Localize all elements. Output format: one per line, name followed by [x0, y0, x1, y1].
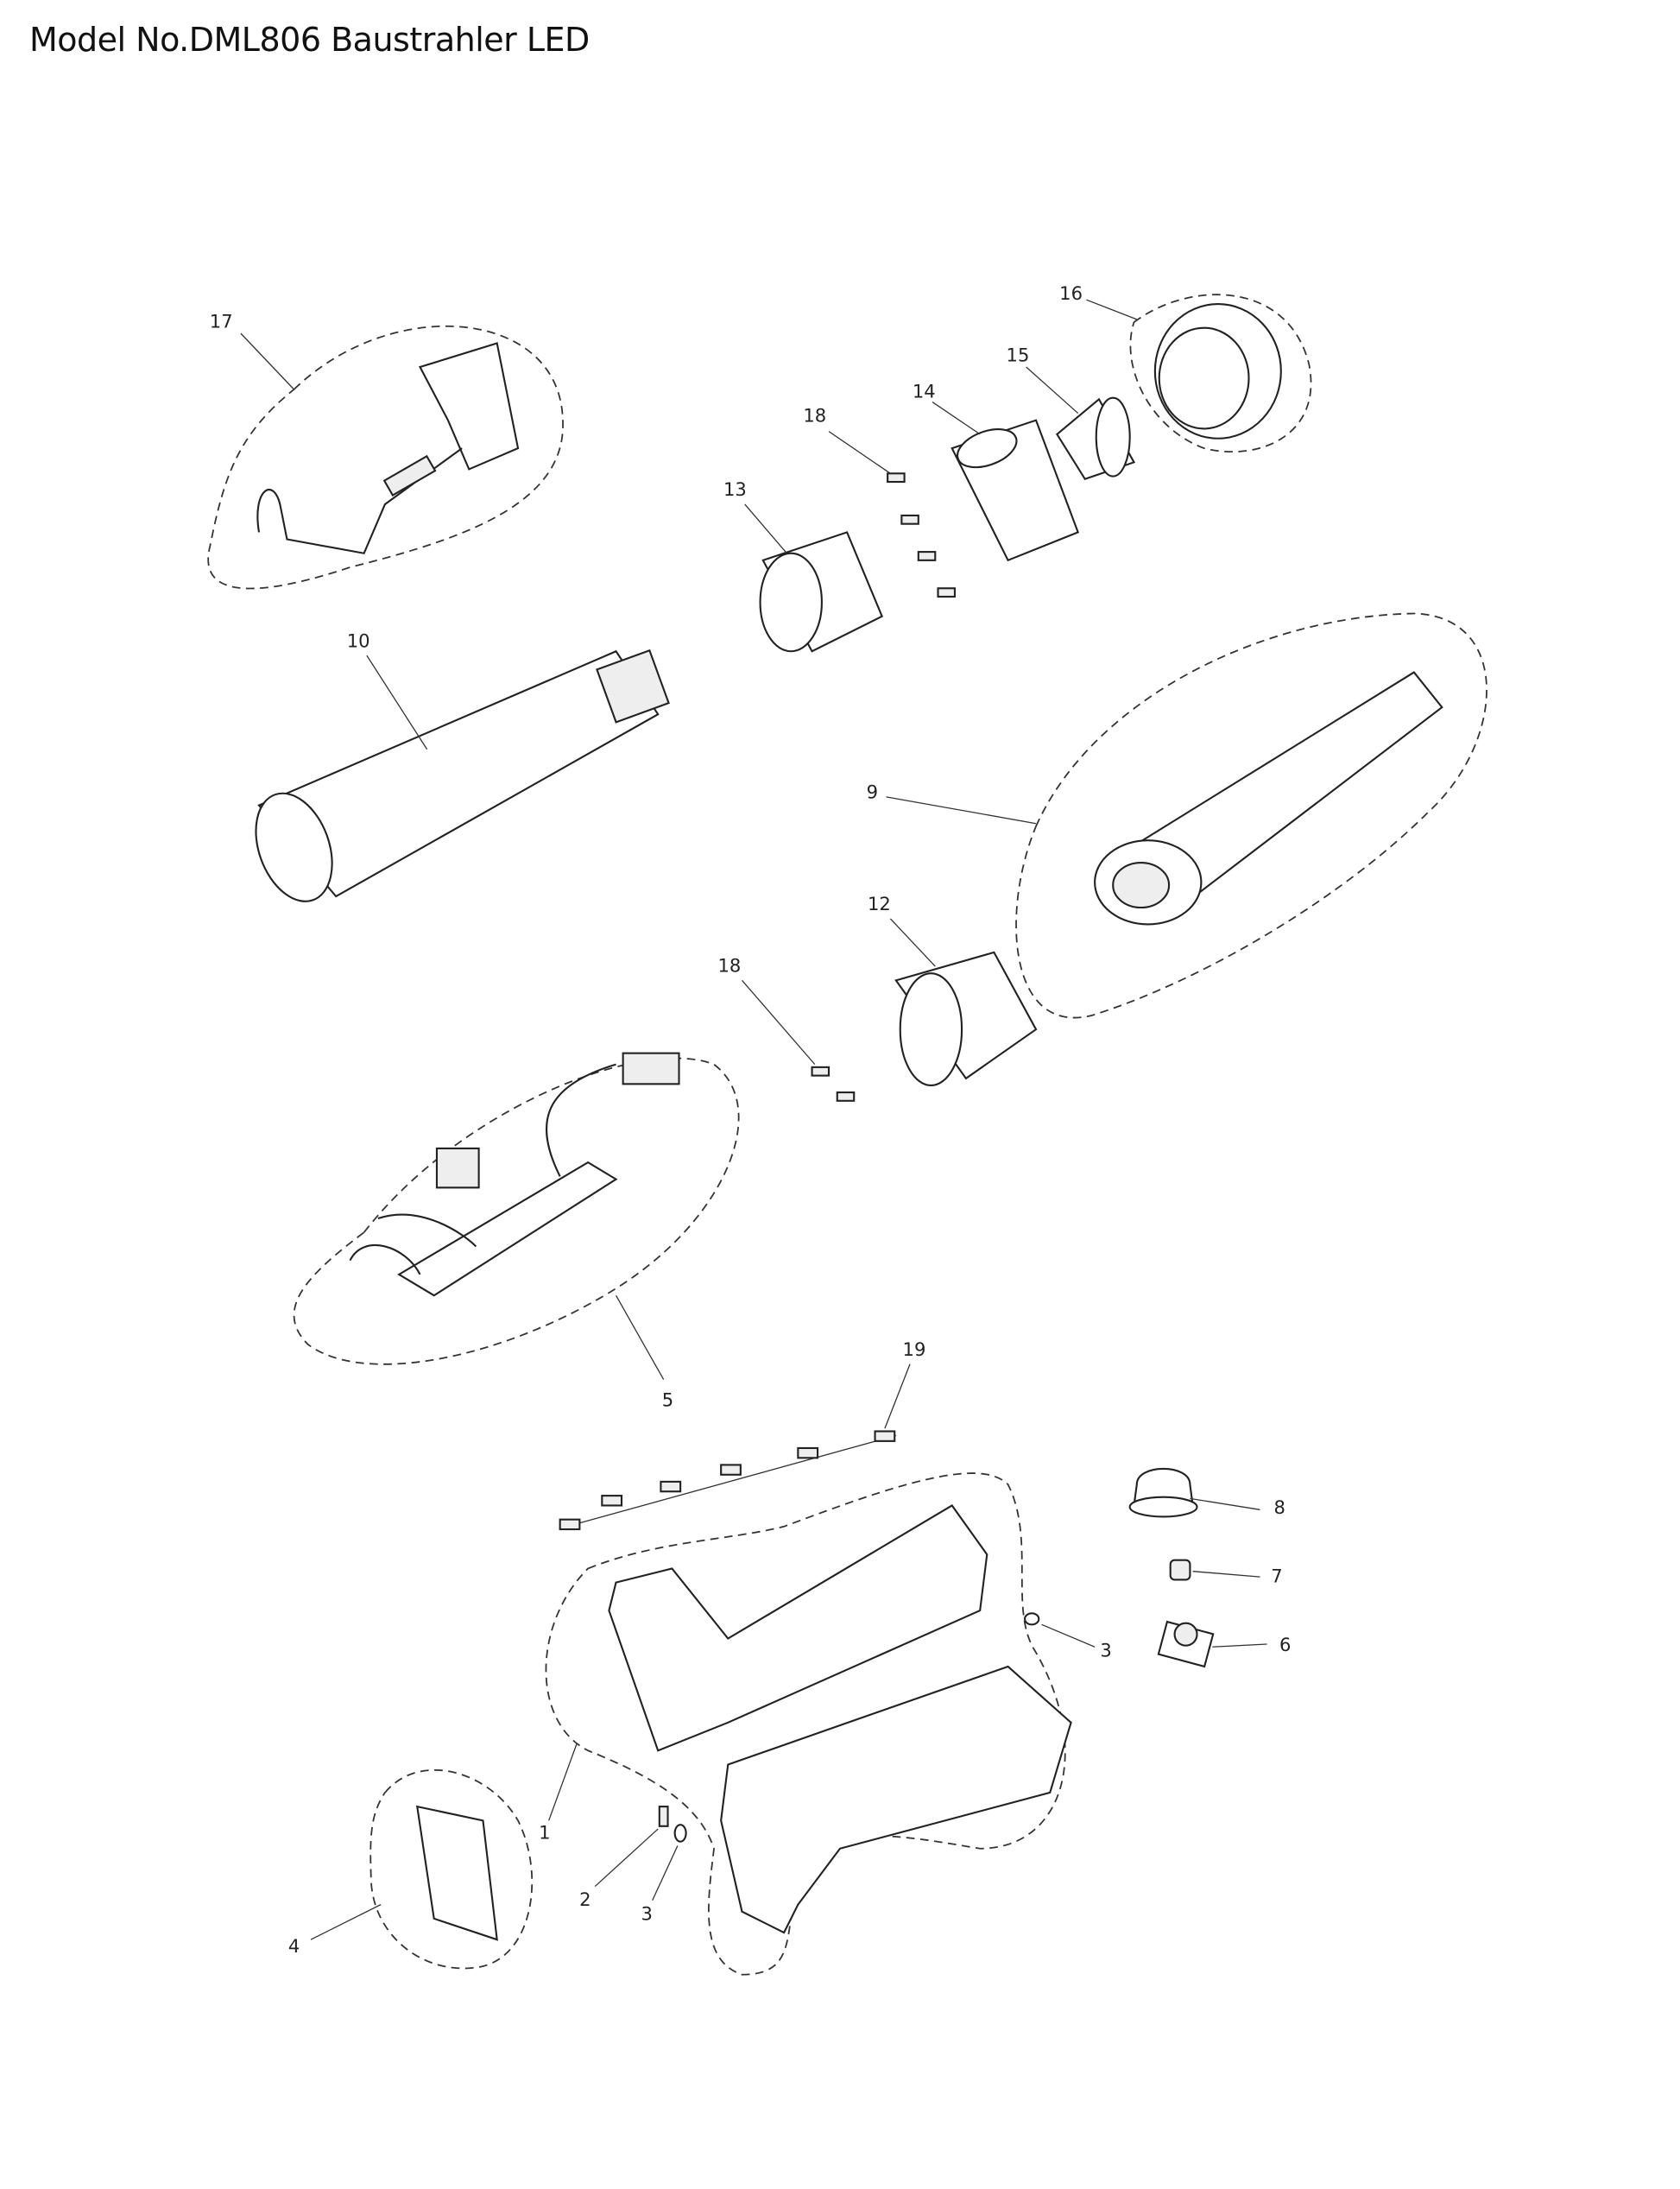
part-9-led-module[interactable] — [1015, 612, 1487, 1019]
callout-9: 9 — [867, 781, 878, 803]
callout-3-upper: 3 — [1100, 1640, 1111, 1661]
part-6-switch[interactable] — [1157, 1620, 1215, 1668]
part-4-terminal-cover[interactable] — [369, 1769, 534, 1970]
callout-19: 19 — [903, 1338, 926, 1360]
callout-5: 5 — [662, 1389, 673, 1410]
callout-16: 16 — [1059, 282, 1083, 304]
part-15-lens[interactable] — [1055, 396, 1136, 481]
part-8-button-cap[interactable] — [1128, 1467, 1198, 1518]
callout-8: 8 — [1273, 1496, 1285, 1518]
callout-10: 10 — [347, 629, 370, 651]
callout-1: 1 — [539, 1821, 550, 1843]
callout-7: 7 — [1271, 1566, 1282, 1587]
part-10-tube[interactable] — [242, 648, 670, 912]
callout-3-lower: 3 — [641, 1902, 652, 1924]
callout-12: 12 — [868, 893, 891, 914]
part-16-front-ring[interactable] — [1129, 294, 1312, 452]
callout-6: 6 — [1279, 1634, 1291, 1655]
callout-13: 13 — [723, 478, 747, 500]
callout-4: 4 — [288, 1935, 300, 1957]
part-18-screws-lower[interactable] — [811, 1066, 856, 1102]
callout-14: 14 — [913, 381, 936, 402]
part-14-reflector-ring[interactable] — [951, 419, 1080, 562]
part-17-hook[interactable] — [207, 325, 564, 590]
page-title: Model No.DML806 Baustrahler LED — [29, 21, 590, 59]
callout-2: 2 — [579, 1888, 591, 1910]
part-18-screws[interactable] — [887, 472, 957, 598]
part-5-circuit-board[interactable] — [293, 1052, 740, 1365]
callout-18-top: 18 — [803, 404, 826, 426]
part-3-o-ring-upper[interactable] — [1024, 1612, 1040, 1626]
part-12-holder[interactable] — [894, 951, 1038, 1087]
part-13-adapter[interactable] — [759, 531, 884, 653]
part-2-pin[interactable] — [658, 1806, 669, 1827]
callout-17: 17 — [210, 311, 233, 332]
part-3-o-ring-lower[interactable] — [673, 1824, 687, 1843]
part-7-spacer[interactable] — [1169, 1559, 1191, 1581]
part-1-housing[interactable] — [545, 1472, 1072, 1976]
part-19-screws[interactable] — [559, 1430, 897, 1531]
callout-18-lower: 18 — [717, 955, 741, 977]
callout-15: 15 — [1007, 345, 1030, 366]
